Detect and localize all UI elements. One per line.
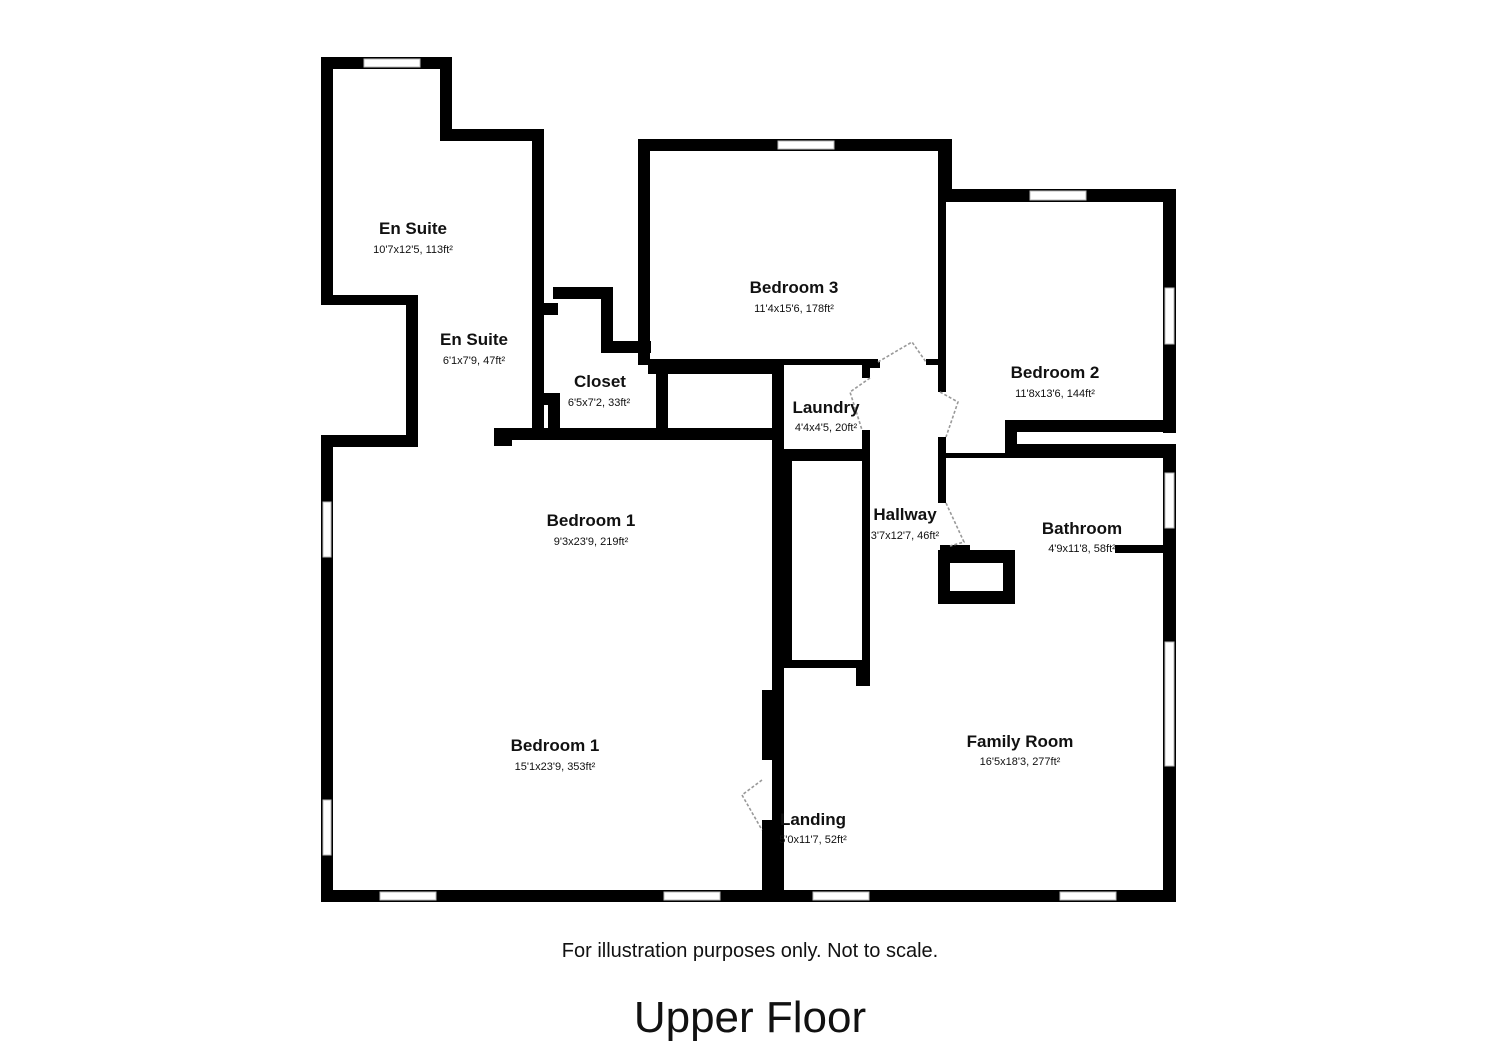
room-dims-bedroom-3: 11'4x15'6, 178ft² [754,303,834,315]
wall [321,890,1176,902]
door-swing [945,502,966,547]
room-dims-laundry: 4'4x4'5, 20ft² [795,422,858,434]
window [363,58,421,68]
door-swing [849,377,871,431]
room-dims-en-suite-lower: 6'1x7'9, 47ft² [443,355,506,367]
window [663,891,721,901]
wall [548,393,560,437]
wall [784,660,864,668]
wall [784,449,792,667]
wall [862,430,870,686]
room-labels: En Suite 10'7x12'5, 113ft² En Suite 6'1x… [373,219,1122,846]
room-dims-en-suite-upper: 10'7x12'5, 113ft² [373,244,453,256]
wall [862,362,870,378]
room-dims-family-room: 16'5x18'3, 277ft² [980,756,1061,768]
room-name-bedroom-1-lower: Bedroom 1 [511,736,600,755]
room-name-bedroom-2: Bedroom 2 [1011,363,1100,382]
wall [406,295,418,447]
room-name-bedroom-1-upper: Bedroom 1 [547,511,636,530]
wall [494,428,512,446]
room-dims-bedroom-2: 11'8x13'6, 144ft² [1015,388,1095,400]
wall [1005,420,1176,432]
room-dims-landing: 5'0x11'7, 52ft² [779,834,847,846]
wall [926,359,946,365]
room-name-en-suite-upper: En Suite [379,219,447,238]
window [1029,190,1087,201]
floor-title: Upper Floor [633,993,867,1042]
window [322,799,332,856]
wall [938,189,946,359]
wall [638,139,650,363]
wall [772,362,784,902]
wall [494,428,784,440]
wall [762,820,782,902]
wall [784,449,870,461]
wall [868,362,880,368]
window [1164,287,1175,345]
wall [1003,550,1015,604]
wall [648,362,784,374]
wall [440,57,452,141]
wall [532,303,558,315]
doors [740,340,966,831]
room-name-hallway: Hallway [873,505,937,524]
wall [440,129,544,141]
room-name-bedroom-3: Bedroom 3 [750,278,839,297]
room-dims-bathroom: 4'9x11'8, 58ft² [1048,543,1116,555]
wall [321,435,418,447]
wall [940,545,970,553]
wall [938,437,946,503]
room-dims-hallway: 3'7x12'7, 46ft² [871,530,940,542]
room-name-landing: Landing [780,810,846,829]
room-dims-bedroom-1-lower: 15'1x23'9, 353ft² [515,761,596,773]
room-name-closet: Closet [574,372,626,391]
room-name-laundry: Laundry [792,398,860,417]
window [812,891,870,901]
wall [938,550,950,604]
room-name-en-suite-lower: En Suite [440,330,508,349]
wall [938,359,946,392]
wall [532,129,544,305]
disclaimer-text: For illustration purposes only. Not to s… [561,940,939,962]
walls [321,57,1176,902]
window [777,140,835,150]
wall [1115,545,1170,553]
wall [938,139,952,199]
wall [321,295,418,305]
wall [656,362,668,438]
window [1059,891,1117,901]
room-name-bathroom: Bathroom [1042,519,1122,538]
window [379,891,437,901]
wall [601,287,613,353]
wall [553,287,613,299]
wall [940,453,1170,458]
wall [532,295,544,435]
room-dims-bedroom-1-upper: 9'3x23'9, 219ft² [554,536,629,548]
wall [938,550,1015,563]
door-swing [740,779,763,831]
wall [938,591,1015,604]
window [1164,472,1175,529]
window [1164,641,1175,767]
windows [322,58,1175,901]
window [322,501,332,558]
door-swing [877,340,927,363]
floor-plan: En Suite 10'7x12'5, 113ft² En Suite 6'1x… [321,57,1176,902]
room-dims-closet: 6'5x7'2, 33ft² [568,397,631,409]
wall [762,690,782,760]
door-swing [939,391,959,438]
room-name-family-room: Family Room [967,732,1074,751]
wall [856,660,870,686]
wall [321,57,333,305]
